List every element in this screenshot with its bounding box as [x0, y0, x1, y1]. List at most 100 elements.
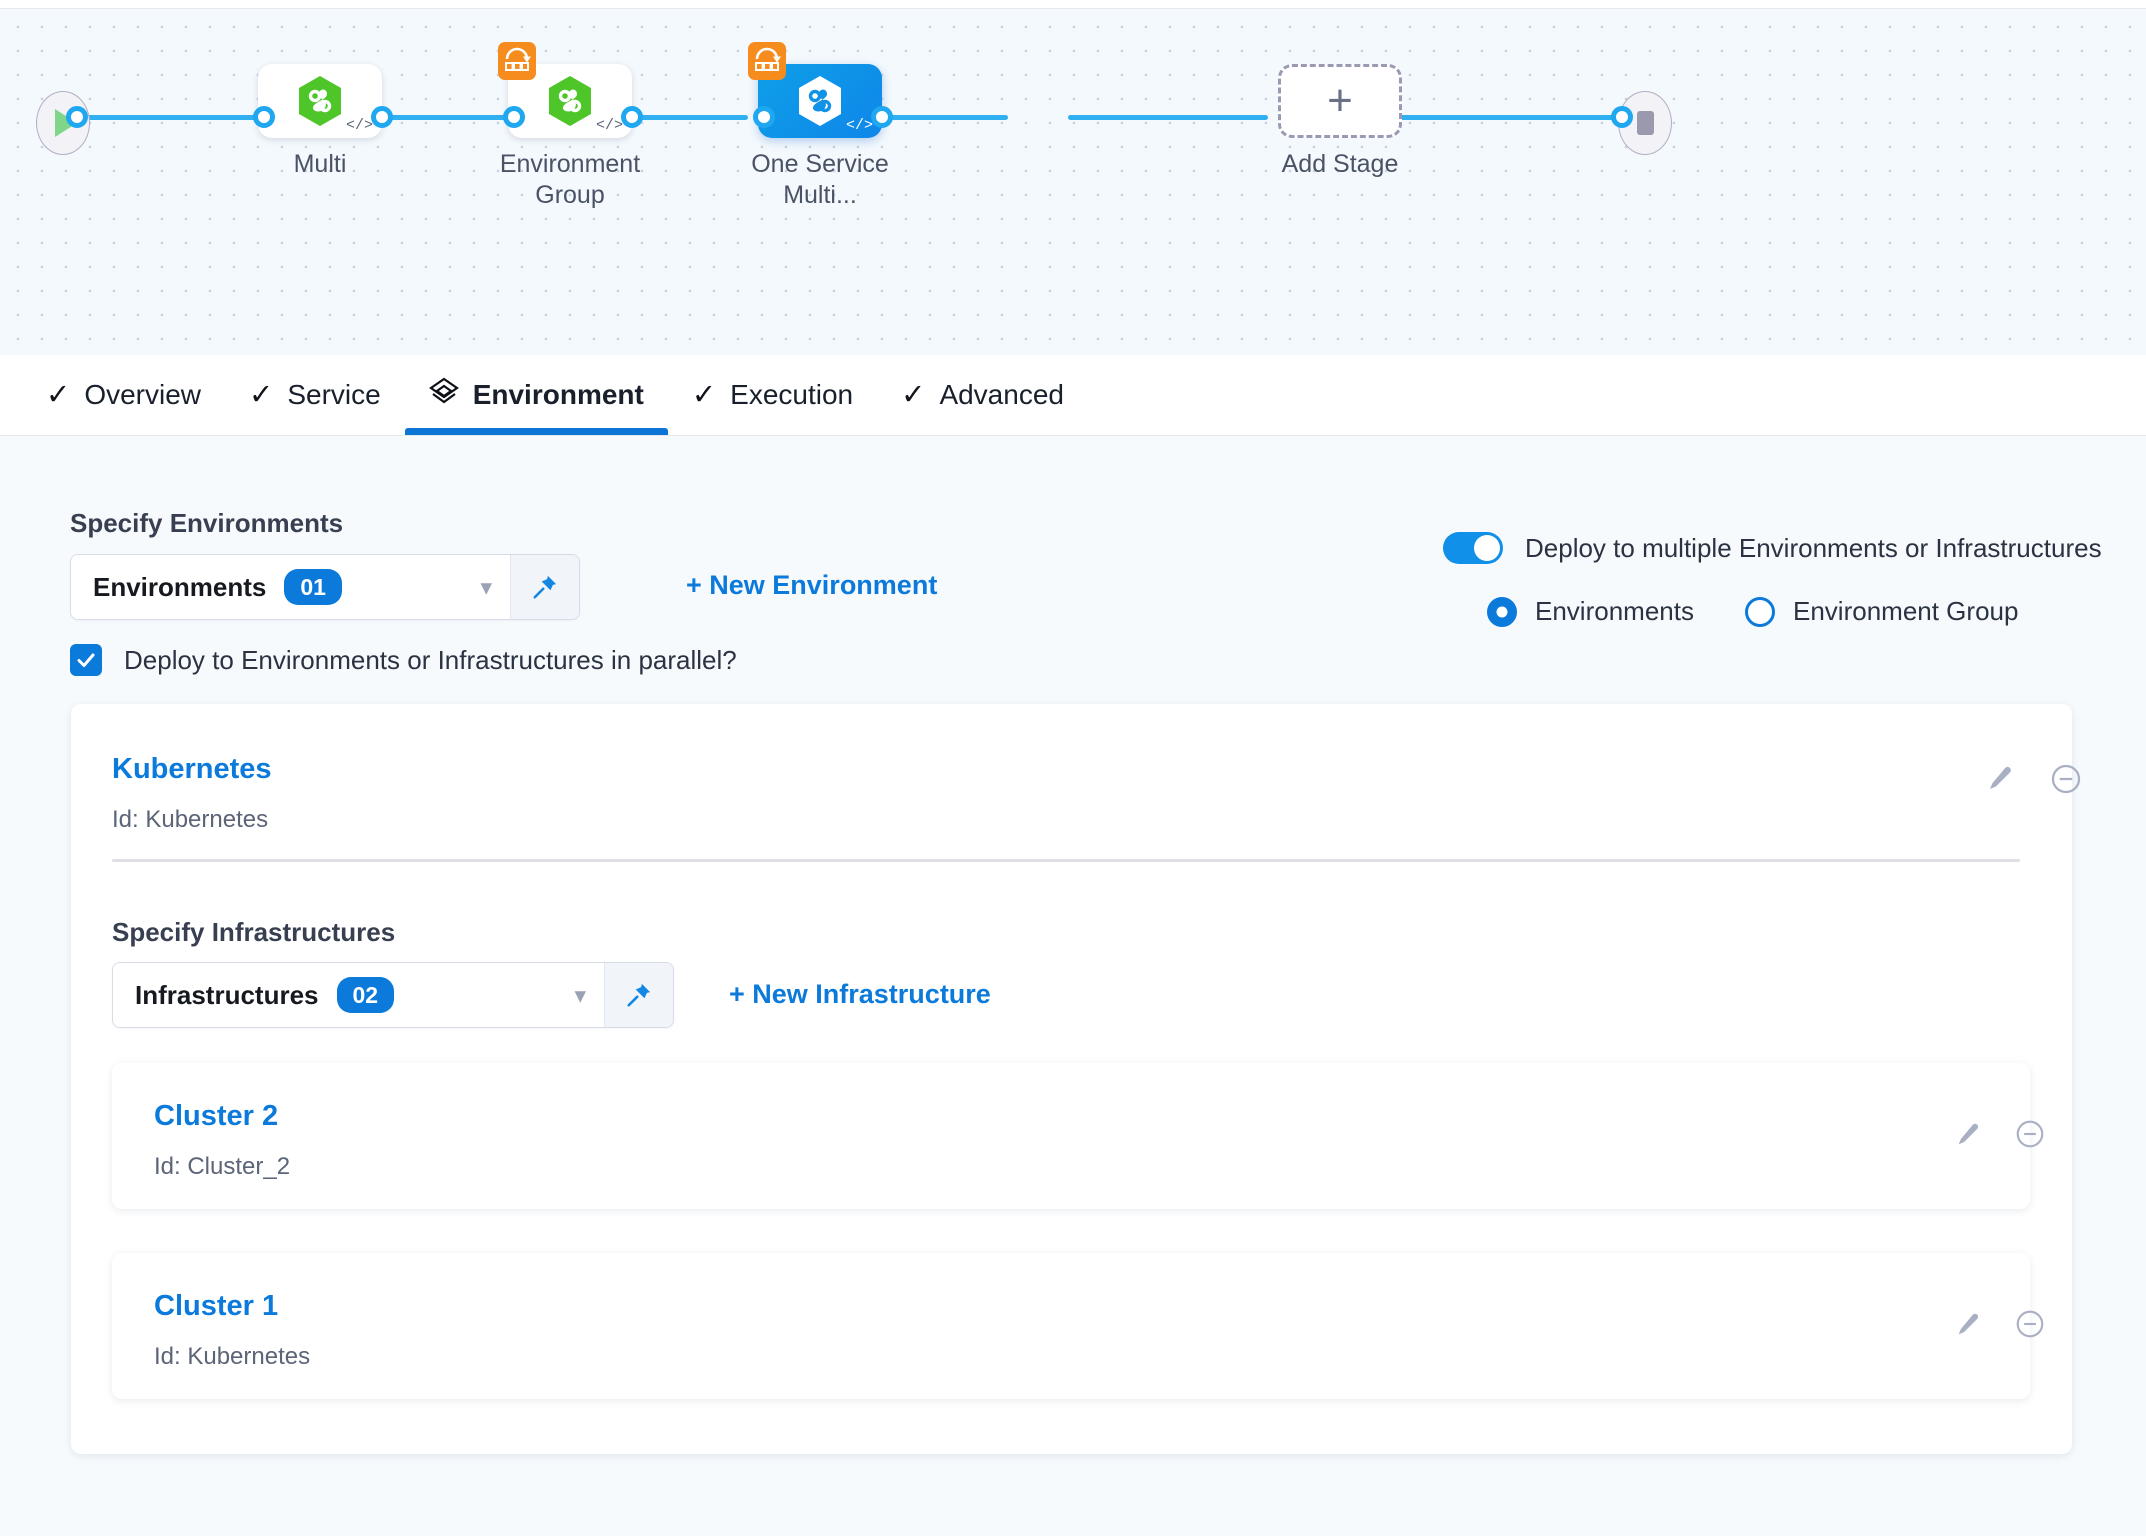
pipeline-edge [818, 115, 1008, 120]
radio-environment-group-input[interactable] [1745, 596, 1775, 627]
environment-id: Id: Kubernetes [112, 806, 269, 833]
infrastructure-id: Id: Kubernetes [154, 1343, 311, 1370]
stage-label: One Service Multi... [751, 150, 889, 210]
card-divider [112, 859, 2020, 862]
infrastructures-select-value: Infrastructures [135, 979, 319, 1010]
minus-circle-icon [2016, 1310, 2044, 1338]
environments-select-value: Environments [93, 571, 267, 602]
pin-icon [533, 575, 557, 599]
multi-deploy-toggle-label: Deploy to multiple Environments or Infra… [1525, 532, 2102, 563]
check-icon: ✓ [249, 378, 274, 411]
infrastructures-pin-button[interactable] [604, 963, 673, 1027]
stage-node-one-service-multi[interactable]: </> [748, 42, 882, 138]
tab-overview[interactable]: ✓ Overview [22, 355, 225, 435]
pipeline-edge [72, 115, 264, 120]
environments-select[interactable]: Environments 01 ▾ [70, 554, 580, 620]
infrastructures-select[interactable]: Infrastructures 02 ▾ [112, 962, 674, 1028]
tab-label: Overview [84, 379, 202, 410]
plus-icon: + [1327, 76, 1353, 125]
add-stage-button[interactable]: + [1278, 64, 1402, 138]
environment-edit-button[interactable] [1980, 759, 2020, 799]
radio-environments-input[interactable] [1487, 596, 1517, 627]
stage-tab-bar: ✓ Overview ✓ Service Environment ✓ [0, 355, 2146, 436]
radio-environment-group[interactable]: Environment Group [1745, 596, 2018, 627]
code-icon: </> [345, 117, 373, 134]
specify-environments-label: Specify Environments [70, 508, 344, 538]
environment-card: Kubernetes Id: Kubernetes Specify Infras… [71, 704, 2081, 1454]
infrastructure-remove-button[interactable] [2011, 1115, 2049, 1153]
check-icon: ✓ [46, 378, 71, 411]
connector-dot[interactable] [753, 106, 775, 128]
radio-environments-label: Environments [1535, 596, 1694, 626]
specify-infrastructures-label: Specify Infrastructures [112, 917, 396, 947]
pencil-icon [1958, 1313, 1979, 1335]
tab-advanced[interactable]: ✓ Advanced [877, 355, 1088, 435]
multi-deploy-toggle-row[interactable]: Deploy to multiple Environments or Infra… [1443, 532, 2102, 564]
tab-label: Environment [472, 379, 644, 410]
tab-label: Advanced [939, 379, 1064, 410]
infrastructure-name[interactable]: Cluster 1 [154, 1290, 279, 1322]
pencil-icon [1958, 1123, 1979, 1145]
radio-environments[interactable]: Environments [1487, 596, 1694, 627]
infrastructures-count-badge: 02 [336, 976, 395, 1014]
multi-deploy-icon [498, 42, 536, 80]
infrastructure-name[interactable]: Cluster 2 [154, 1100, 279, 1132]
minus-circle-icon [2051, 764, 2081, 794]
environment-tab-content: Specify Environments Environments 01 ▾ +… [0, 436, 2146, 1536]
pipeline-canvas[interactable]: </> Multi </> [0, 9, 2146, 355]
pipeline-edge [568, 115, 748, 120]
connector-dot[interactable] [503, 106, 525, 128]
tab-execution[interactable]: ✓ Execution [668, 355, 877, 435]
chevron-down-icon: ▾ [480, 573, 492, 600]
environments-count-badge: 01 [284, 568, 342, 606]
connector-dot[interactable] [66, 106, 88, 128]
check-icon: ✓ [901, 378, 926, 411]
pipeline-edge [318, 115, 510, 120]
check-icon: ✓ [691, 378, 717, 411]
connector-dot[interactable] [253, 106, 275, 128]
stage-label: Environment Group [499, 150, 641, 210]
stage-node-multi[interactable]: </> [258, 64, 382, 138]
pin-icon [627, 983, 651, 1007]
stage-node-environment-group[interactable]: </> [498, 42, 632, 138]
connector-dot[interactable] [371, 106, 393, 128]
tab-environment[interactable]: Environment [404, 355, 668, 435]
pencil-icon [1990, 766, 2011, 789]
environment-remove-button[interactable] [2046, 759, 2086, 799]
add-stage-label: Add Stage [1281, 150, 1399, 178]
layers-icon [428, 377, 459, 414]
code-icon: </> [845, 117, 873, 134]
tab-label: Service [287, 379, 381, 410]
multi-deploy-icon [748, 42, 786, 80]
environments-pin-button[interactable] [510, 555, 579, 619]
code-icon: </> [595, 117, 623, 134]
new-infrastructure-link[interactable]: + New Infrastructure [729, 979, 991, 1009]
top-border-strip [0, 0, 2146, 9]
infrastructure-edit-button[interactable] [1949, 1306, 1987, 1344]
tab-label: Execution [730, 379, 854, 410]
parallel-checkbox[interactable] [70, 644, 102, 676]
pipeline-edge [1338, 115, 1628, 120]
infrastructure-edit-button[interactable] [1949, 1116, 1987, 1154]
environment-name[interactable]: Kubernetes [112, 753, 272, 785]
new-environment-link[interactable]: + New Environment [686, 570, 938, 600]
minus-circle-icon [2016, 1120, 2044, 1148]
parallel-checkbox-label: Deploy to Environments or Infrastructure… [124, 644, 737, 675]
infrastructure-id: Id: Cluster_2 [154, 1153, 291, 1180]
chevron-down-icon: ▾ [574, 981, 586, 1008]
environments-select-trigger[interactable]: Environments 01 ▾ [71, 555, 510, 619]
infrastructure-card: Cluster 1 Id: Kubernetes [112, 1253, 2044, 1399]
infrastructure-remove-button[interactable] [2011, 1305, 2049, 1343]
pipeline-edge [1068, 115, 1268, 120]
tab-service[interactable]: ✓ Service [225, 355, 405, 435]
connector-dot[interactable] [621, 106, 643, 128]
connector-dot[interactable] [871, 106, 893, 128]
multi-deploy-toggle[interactable] [1443, 532, 1503, 564]
connector-dot[interactable] [1611, 106, 1633, 128]
infrastructures-select-trigger[interactable]: Infrastructures 02 ▾ [113, 963, 604, 1027]
harness-service-icon [799, 76, 841, 126]
stop-icon [1636, 111, 1654, 135]
radio-environment-group-label: Environment Group [1793, 596, 2019, 626]
parallel-checkbox-row[interactable]: Deploy to Environments or Infrastructure… [70, 644, 737, 676]
